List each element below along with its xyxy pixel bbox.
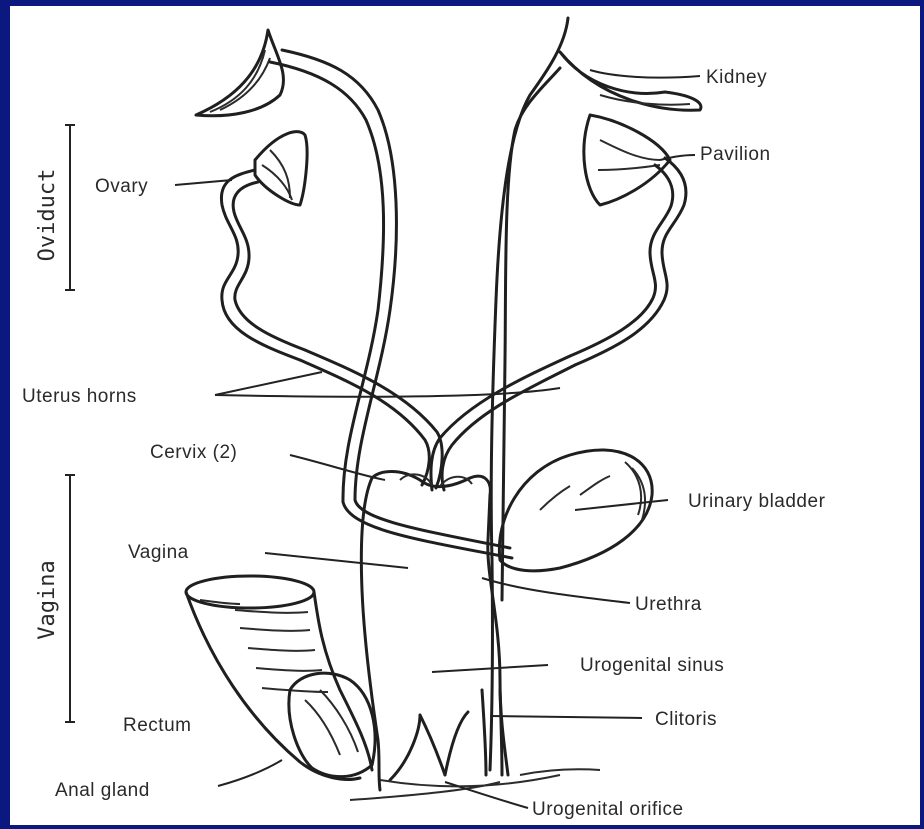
vagina-bracket: [65, 475, 75, 722]
cervix-label: Cervix (2): [150, 442, 237, 463]
uterus-horns-label: Uterus horns: [22, 386, 137, 407]
urinary-bladder-label: Urinary bladder: [688, 491, 826, 512]
kidney-label: Kidney: [706, 67, 767, 88]
clitoris-label: Clitoris: [655, 709, 717, 730]
vagina-side-label: Vagina: [35, 560, 60, 639]
rectum-label: Rectum: [123, 715, 191, 736]
left-uterus-horn: [300, 350, 442, 488]
right-oviduct: [570, 158, 686, 365]
vagina-label: Vagina: [128, 542, 189, 563]
urogenital-sinus-label: Urogenital sinus: [580, 655, 724, 676]
urogenital-orifice-label: Urogenital orifice: [532, 799, 684, 820]
leader-lines: [175, 70, 700, 808]
pavilion-label: Pavilion: [700, 144, 771, 165]
anal-gland-label: Anal gland: [55, 780, 150, 801]
right-pavilion: [584, 115, 670, 205]
oviduct-label: Oviduct: [35, 169, 60, 262]
anal-gland: [289, 673, 375, 777]
ovary-label: Ovary: [95, 176, 148, 197]
right-kidney: [560, 52, 701, 110]
left-pavilion: [255, 132, 307, 205]
left-ureter: [270, 50, 512, 558]
left-kidney: [196, 30, 283, 116]
urogenital-orifice: [350, 712, 600, 800]
oviduct-bracket: [65, 125, 75, 290]
urethra-label: Urethra: [635, 594, 702, 615]
